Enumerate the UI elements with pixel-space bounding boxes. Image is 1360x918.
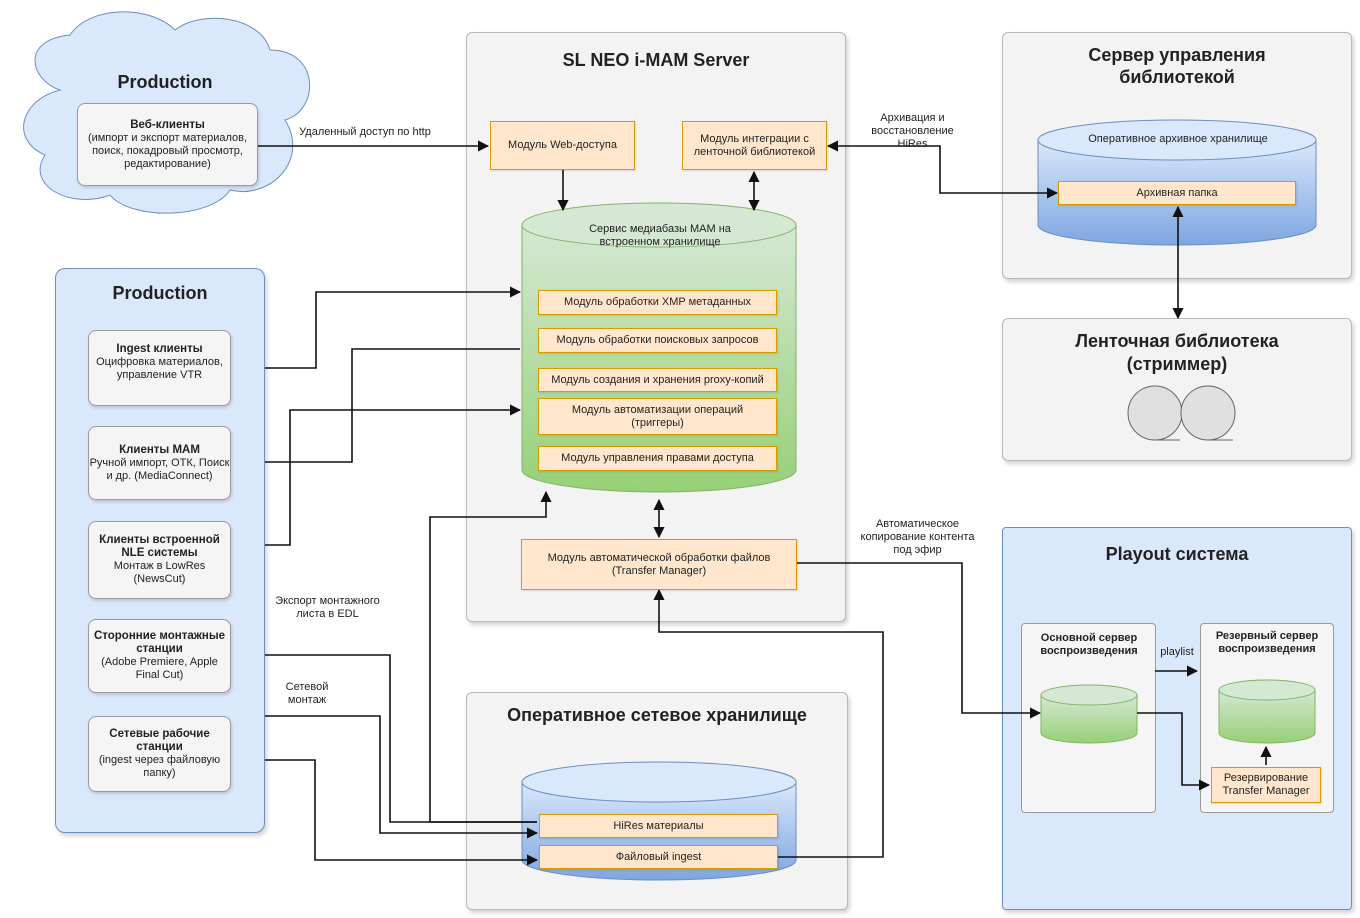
xmp-module: Модуль обработки XMP метаданных xyxy=(538,290,777,315)
tape-integration-module: Модуль интеграции с ленточной библиотеко… xyxy=(682,121,827,170)
tape-reel-icon xyxy=(1127,385,1236,441)
production-panel-title: Production xyxy=(112,283,208,303)
transfer-manager-module: Модуль автоматической обработки файлов (… xyxy=(521,539,797,590)
item-desc: (ingest через файловую папку) xyxy=(98,754,221,779)
tape-library-title: Ленточная библиотека (стриммер) xyxy=(1075,331,1279,374)
server-title: SL NEO i-MAM Server xyxy=(562,50,750,70)
arrow-main-to-backup-tm xyxy=(1137,712,1211,791)
arrow-hires-to-thirdparty xyxy=(230,649,537,823)
label-edl: Экспорт монтажного листа в EDL xyxy=(275,595,380,620)
item-desc: (Adobe Premiere, Apple Final Cut) xyxy=(101,656,218,681)
mam-clients-box: Клиенты МАМ Ручной импорт, ОТК, Поиск и … xyxy=(88,426,231,500)
backup-transfer-manager: Резервирование Transfer Manager xyxy=(1211,767,1321,803)
arrow-db-to-mam-clients xyxy=(232,348,520,468)
label-playlist: playlist xyxy=(1160,646,1194,658)
backup-server-title: Резервный сервер воспроизведения xyxy=(1215,630,1319,655)
archive-storage-title: Оперативное архивное хранилище xyxy=(1088,133,1268,145)
arrow-archive xyxy=(826,140,1059,199)
arrow-ingest-to-transfer xyxy=(653,588,884,858)
item-desc: Оцифровка материалов, управление VTR xyxy=(96,356,223,381)
item-desc: Монтаж в LowRes (NewsCut) xyxy=(113,560,206,585)
web-clients-title: Веб-клиенты xyxy=(130,118,205,131)
file-ingest: Файловый ingest xyxy=(539,845,778,869)
access-rights-module: Модуль управления правами доступа xyxy=(538,446,777,471)
label-network-edit: Сетевой монтаж xyxy=(285,681,329,706)
web-clients-box: Веб-клиенты (импорт и экспорт материалов… xyxy=(77,103,258,186)
web-clients-desc: (импорт и экспорт материалов, поиск, пок… xyxy=(87,131,248,170)
arrow-nle-to-triggers xyxy=(232,404,522,546)
ingest-clients-box: Ingest клиенты Оцифровка материалов, упр… xyxy=(88,330,231,406)
item-title: Клиенты МАМ xyxy=(119,443,200,456)
search-module: Модуль обработки поисковых запросов xyxy=(538,328,777,353)
proxy-module: Модуль создания и хранения proxy-копий xyxy=(538,368,777,392)
mam-db-title: Сервис медиабазы МАМ на встроенном храни… xyxy=(589,223,731,248)
production-cloud-title: Production xyxy=(117,72,213,92)
arrow-ingest-to-xmp xyxy=(232,286,522,369)
label-auto-copy: Автоматическое копирование контента под … xyxy=(860,518,975,556)
item-title: Ingest клиенты xyxy=(116,343,203,355)
item-desc: Ручной импорт, ОТК, Поиск и др. (MediaCo… xyxy=(89,456,230,482)
network-workstations-box: Сетевые рабочие станции (ingest через фа… xyxy=(88,716,231,792)
arrow-netws-ingest xyxy=(232,759,539,866)
label-archive: Архивация и восстановление HiRes xyxy=(871,112,954,150)
item-title: Сторонние монтажные станции xyxy=(93,630,226,655)
main-server-db xyxy=(1040,684,1138,744)
playout-title: Playout система xyxy=(1105,544,1249,564)
library-server-title: Сервер управления библиотекой xyxy=(1088,45,1266,87)
network-storage-title: Оперативное сетевое хранилище xyxy=(507,705,807,725)
web-access-module: Модуль Web-доступа xyxy=(490,121,635,170)
main-server-title: Основной сервер воспроизведения xyxy=(1040,632,1138,657)
third-party-stations-box: Сторонние монтажные станции (Adobe Premi… xyxy=(88,619,231,693)
item-title: Клиенты встроенной NLE системы xyxy=(99,534,220,559)
hires-materials: HiRes материалы xyxy=(539,814,778,838)
nle-clients-box: Клиенты встроенной NLE системы Монтаж в … xyxy=(88,521,231,599)
backup-server-db xyxy=(1218,679,1316,744)
archive-folder: Архивная папка xyxy=(1058,181,1296,205)
item-title: Сетевые рабочие станции xyxy=(109,728,210,753)
arrow-auto-copy xyxy=(797,562,1042,719)
triggers-module: Модуль автоматизации операций (триггеры) xyxy=(538,398,777,435)
label-http: Удаленный доступ по http xyxy=(299,126,431,138)
